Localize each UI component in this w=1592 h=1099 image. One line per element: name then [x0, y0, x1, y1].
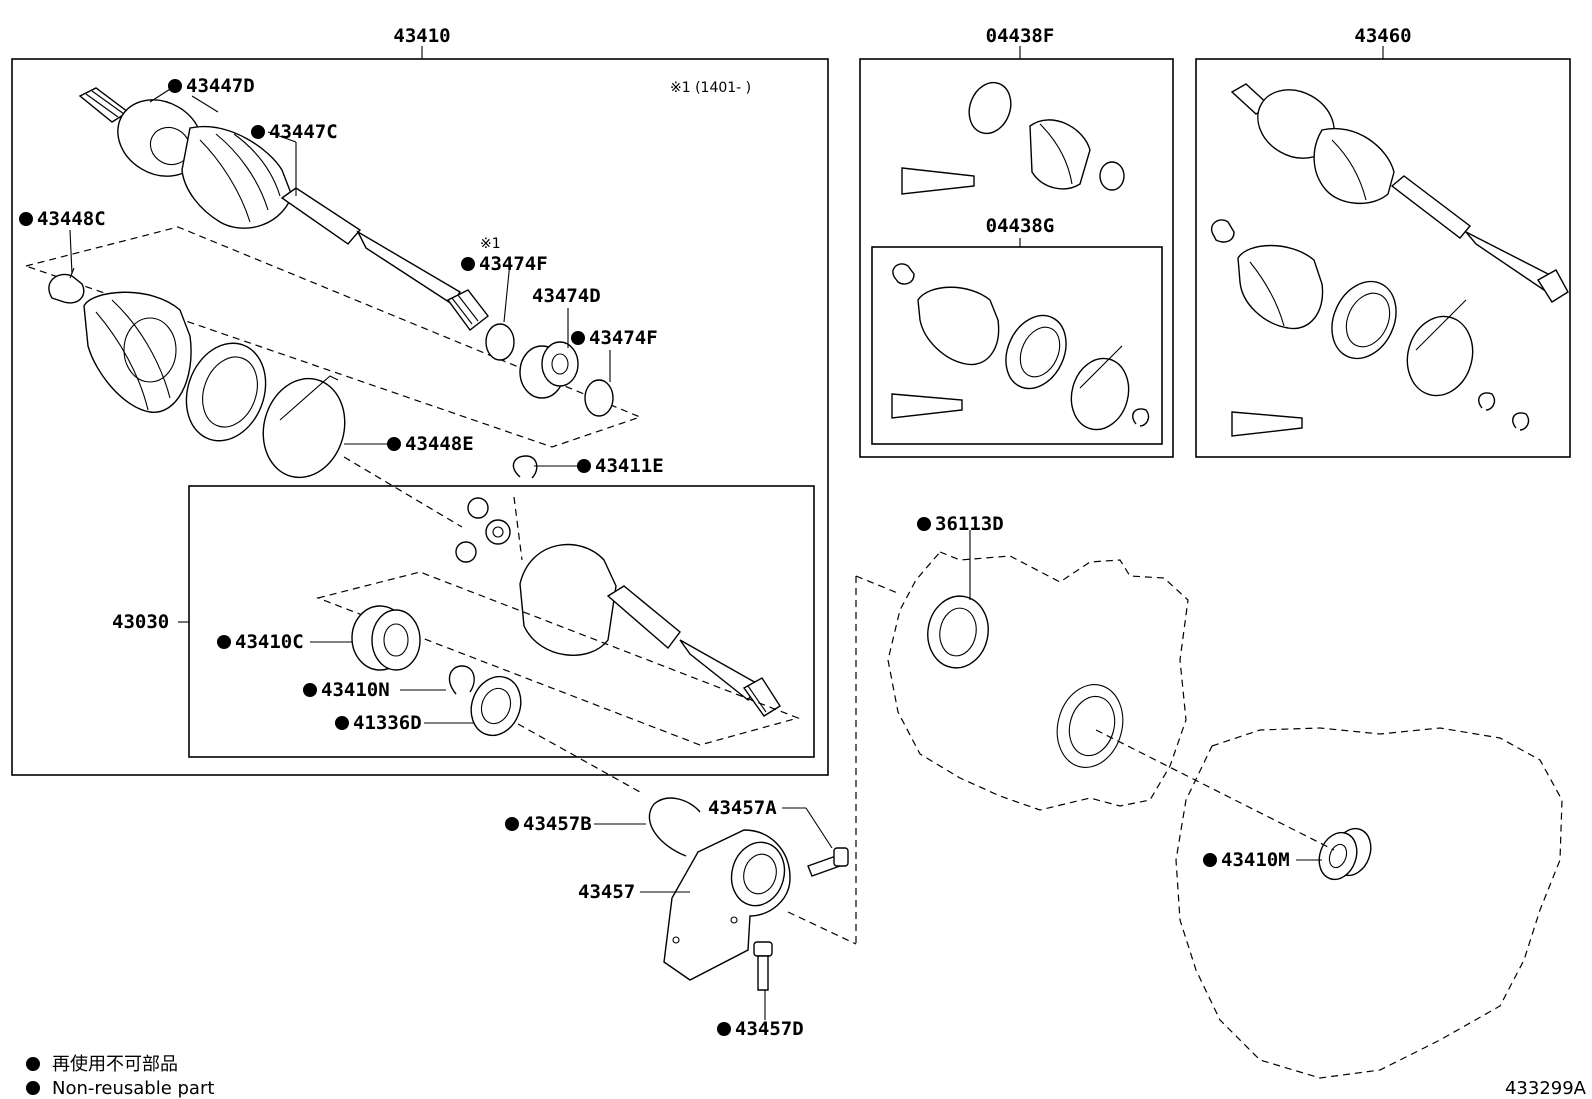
bearing-43410C-drawing: [351, 605, 421, 671]
label-43448E: 43448E: [405, 433, 474, 455]
label-43447D: 43447D: [186, 75, 255, 97]
bolt-43457A-drawing: [807, 847, 849, 877]
kit-04438F-drawing: [901, 81, 1125, 195]
label-43410C: 43410C: [235, 631, 304, 653]
label-43447C: 43447C: [269, 121, 338, 143]
label-43410M: 43410M: [1221, 849, 1290, 871]
snap-ring-43410N-drawing: [448, 665, 475, 695]
boot-43448C-drawing: [83, 291, 192, 413]
assembly-04438F-box: [859, 58, 1174, 458]
kit-04438G-drawing: [891, 263, 1150, 431]
outer-race-drawing: [185, 342, 267, 442]
legend-text-ja: 再使用不可部品: [52, 1054, 178, 1075]
label-43030: 43030: [112, 611, 169, 633]
label-36113D: 36113D: [935, 513, 1004, 535]
label-43457B: 43457B: [523, 813, 592, 835]
label-43474F-b: 43474F: [589, 327, 658, 349]
bracket-43457-drawing: [663, 829, 791, 981]
legend-bullet-ja: [26, 1057, 40, 1071]
date-range-note: ※1 (1401- ): [670, 80, 751, 96]
label-43474F-a: 43474F: [479, 253, 548, 275]
label-43411E: 43411E: [595, 455, 664, 477]
transaxle-housing-drawing: [887, 551, 1189, 811]
label-43457D: 43457D: [735, 1018, 804, 1040]
label-43474D: 43474D: [532, 285, 601, 307]
label-43448C: 43448C: [37, 208, 106, 230]
label-43460: 43460: [1354, 25, 1411, 47]
transmission-housing-drawing: [1175, 727, 1563, 1079]
label-41336D: 41336D: [353, 712, 422, 734]
snap-ring-43411E-drawing: [512, 455, 538, 479]
outboard-joint-drawing: [78, 87, 489, 331]
label-43457: 43457: [578, 881, 635, 903]
legend-text-en: Non-reusable part: [52, 1078, 214, 1099]
ring-43474F-b-drawing: [584, 379, 614, 417]
clamp-43448C-drawing: [48, 267, 85, 304]
band-43448E-drawing: [262, 375, 346, 479]
snap-ring-43457B-drawing: [648, 797, 701, 857]
inboard-joint-drawing: [519, 543, 781, 717]
tripod-drawing: [455, 497, 511, 563]
damper-43474D-drawing: [519, 341, 579, 399]
label-43410N: 43410N: [321, 679, 390, 701]
label-04438F: 04438F: [986, 25, 1055, 47]
label-43457A: 43457A: [708, 797, 777, 819]
ring-43474F-a-drawing: [485, 323, 515, 361]
diagram-id: 433299A: [1505, 1078, 1587, 1099]
assembly-43460-drawing: [1210, 83, 1569, 437]
bolt-43457D-drawing: [753, 941, 773, 991]
ref-mark-note: ※1: [480, 236, 501, 252]
assembly-04438G-box: [871, 246, 1163, 445]
assembly-43410-box: [11, 58, 829, 776]
seal-41336D-drawing: [470, 675, 522, 737]
label-04438G: 04438G: [986, 215, 1055, 237]
legend-bullet-en: [26, 1081, 40, 1095]
label-43410: 43410: [393, 25, 450, 47]
